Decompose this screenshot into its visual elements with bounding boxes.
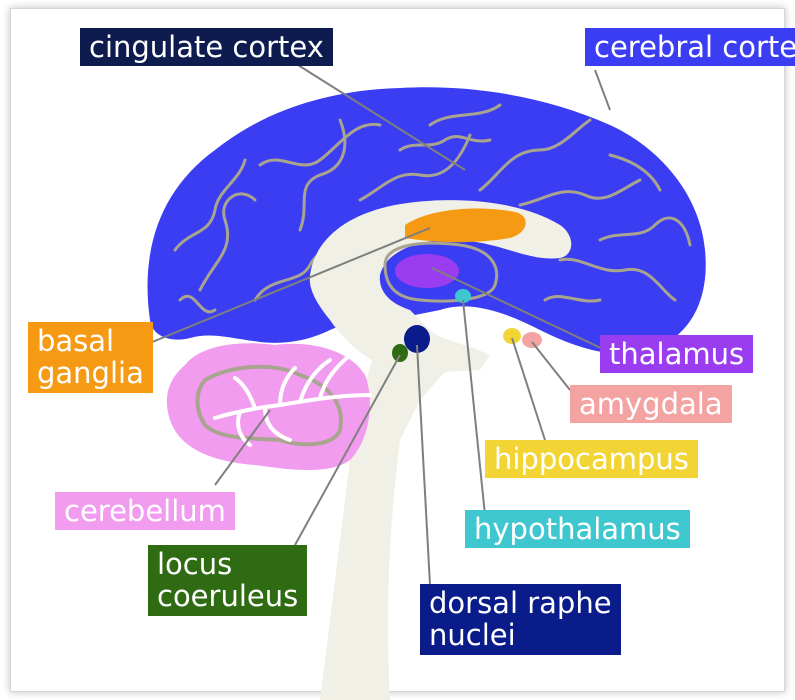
dorsal-raphe-nuclei-label: dorsal raphe nuclei	[420, 584, 621, 655]
hippocampus-label: hippocampus	[485, 440, 698, 478]
amygdala-label: amygdala	[570, 385, 732, 423]
cerebral-cortex-label: cerebral cortex	[585, 28, 795, 66]
locus-coeruleus-label: locus coeruleus	[148, 545, 307, 616]
hippocampus-shape	[503, 328, 521, 344]
amygdala-shape	[522, 332, 542, 348]
hypothalamus-label: hypothalamus	[465, 510, 690, 548]
cingulate-cortex-label: cingulate cortex	[80, 28, 333, 66]
thalamus-shape	[395, 254, 459, 288]
locus-coeruleus-shape	[392, 344, 408, 362]
basal-ganglia-label: basal ganglia	[28, 322, 153, 393]
thalamus-label: thalamus	[600, 335, 753, 373]
cerebellum-label: cerebellum	[55, 492, 235, 530]
